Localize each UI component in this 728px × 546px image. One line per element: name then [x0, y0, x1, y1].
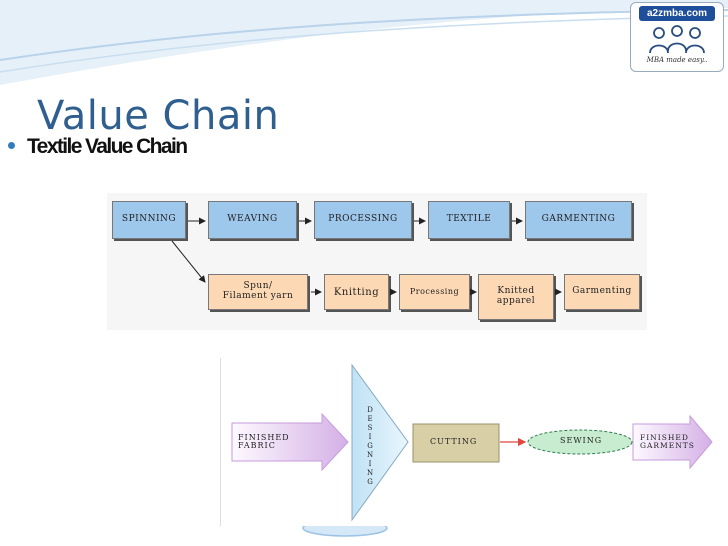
bullet-icon	[8, 142, 15, 149]
chain-box-knitting: Knitting	[324, 274, 389, 310]
chain-box-label: Garmenting	[572, 286, 632, 297]
brand-logo[interactable]: a2zmba.com MBA made easy..	[630, 2, 724, 72]
cutting-label: CUTTING	[430, 437, 478, 446]
finished-garments-line1: FINISHED	[640, 433, 689, 442]
finished-fabric-label: FINISHED FABRIC	[238, 433, 290, 451]
chain-box-processing: PROCESSING	[314, 201, 412, 239]
chain-box-label: PROCESSING	[328, 214, 398, 225]
finished-garments-arrow	[632, 414, 713, 470]
chain-box-textile: TEXTILE	[428, 201, 510, 239]
chain-box-weaving: WEAVING	[208, 201, 297, 239]
finished-garments-label: FINISHED GARMENTS	[640, 434, 695, 450]
chain-box-spinning: SPINNING	[112, 201, 186, 239]
finished-fabric-line1: FINISHED	[238, 433, 290, 442]
logo-tagline: MBA made easy..	[646, 56, 708, 64]
chain-box-processing-2: Processing	[399, 274, 470, 310]
people-group-icon	[649, 25, 705, 54]
chain-box-label: Processing	[409, 286, 460, 296]
chain-box-label: WEAVING	[227, 214, 278, 225]
finished-fabric-line2: FABRIC	[238, 441, 276, 451]
finished-garments-line2: GARMENTS	[640, 440, 695, 450]
chain-box-label: Filament yarn	[222, 291, 294, 301]
cutting-box	[412, 423, 500, 463]
sewing-label: SEWING	[560, 436, 603, 445]
chain-box-label: TEXTILE	[446, 214, 492, 225]
logo-label: a2zmba.com	[639, 6, 715, 21]
designing-triangle	[351, 363, 409, 522]
designing-label: D E S I G N I N G	[366, 406, 374, 486]
sewing-ellipse	[527, 429, 633, 455]
chain-box-label: SPINNING	[121, 214, 177, 225]
chain-box-label: Knitted	[497, 286, 535, 297]
chain-box-label: Knitting	[333, 286, 380, 298]
chain-box-spun-yarn: Spun/Filament yarn	[208, 274, 308, 310]
chain-box-garmenting-2: Garmenting	[564, 274, 640, 310]
bullet-text: Textile Value Chain	[27, 135, 188, 158]
chain-box-garmenting: GARMENTING	[525, 201, 632, 239]
chain-box-label: GARMENTING	[541, 214, 616, 225]
chain-box-label: apparel	[496, 296, 536, 306]
slide-title: Value Chain	[37, 93, 280, 139]
chain-arrow	[171, 240, 206, 283]
finished-fabric-arrow	[231, 412, 349, 472]
chain-box-label: Spun/	[243, 281, 273, 292]
